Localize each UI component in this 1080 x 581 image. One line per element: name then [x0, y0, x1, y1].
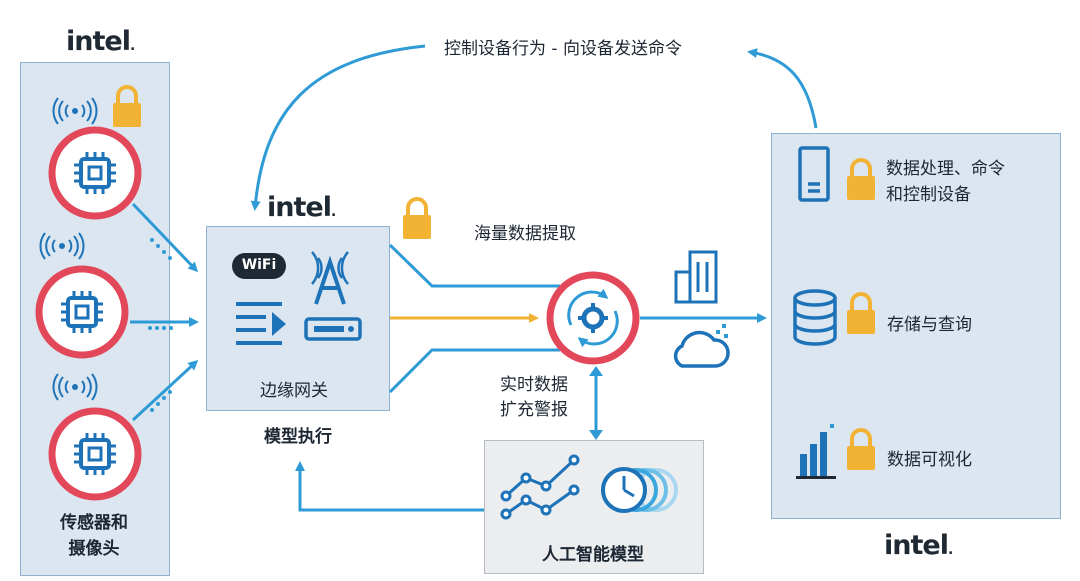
cloud-item-1-line2: 和控制设备	[886, 185, 971, 205]
cloud-item-1-line1: 数据处理、命令	[886, 159, 1005, 179]
realtime-label-line2: 扩充警报	[500, 400, 568, 420]
building-icon	[674, 250, 718, 304]
gateway-title: 边缘网关	[260, 381, 328, 401]
cloud-item-3: 数据可视化	[887, 450, 972, 470]
wireless-icon	[39, 232, 85, 260]
gear-icon	[581, 306, 605, 330]
hub-ring	[546, 271, 640, 365]
server-icon	[798, 146, 830, 202]
cloud-item-2: 存储与查询	[887, 315, 972, 335]
sensor-ring	[48, 126, 142, 220]
antenna-icon	[314, 255, 346, 305]
lock-icon	[845, 158, 877, 202]
top-gateway-arrow	[250, 44, 426, 211]
central-hub	[546, 271, 640, 365]
analytics-chart-icon	[500, 454, 580, 520]
cloud-panel	[771, 133, 1061, 519]
lock-icon	[845, 292, 877, 336]
wireless-icon	[52, 373, 98, 401]
wifi-icon	[232, 253, 286, 279]
wifi-label: WiFi	[241, 257, 277, 273]
lock-icon	[845, 428, 877, 472]
sensor-2	[35, 232, 129, 359]
ai-model-label: 人工智能模型	[542, 545, 644, 565]
sensors-label-line2: 摄像头	[68, 539, 120, 559]
cloud-top-arrow	[747, 48, 818, 129]
gateway-icons	[232, 251, 362, 345]
realtime-label-line1: 实时数据	[500, 375, 568, 395]
sensor-1	[48, 85, 143, 220]
timer-icon	[601, 467, 678, 513]
sensor-ring	[48, 407, 142, 501]
realtime-label: 实时数据 扩充警报	[500, 373, 568, 423]
cloud-icon	[673, 324, 730, 368]
lock-icon	[111, 85, 143, 129]
intel-logo-cloud: intel.	[884, 530, 953, 561]
intel-logo-gateway: intel.	[267, 192, 336, 223]
sensor-3	[48, 373, 142, 501]
gateway-caption: 模型执行	[264, 427, 332, 447]
sensors-label-line1: 传感器和	[60, 513, 128, 533]
router-icon	[304, 317, 362, 341]
sensor-ring	[35, 265, 129, 359]
cloud-item-1: 数据处理、命令 和控制设备	[886, 156, 1005, 208]
database-icon	[793, 289, 837, 346]
sensor-gateway-links	[130, 202, 199, 422]
bar-chart-icon	[796, 424, 836, 479]
hub-ai-link	[589, 366, 603, 440]
lock-icon	[401, 197, 433, 241]
ai-gateway-link	[295, 461, 484, 512]
sensors-label: 传感器和 摄像头	[30, 510, 158, 562]
intel-logo-sensors: intel.	[66, 26, 135, 57]
list-arrow-icon	[236, 302, 286, 345]
top-arrow-label: 控制设备行为 - 向设备发送命令	[444, 39, 682, 59]
wireless-icon	[52, 97, 98, 125]
refresh-arrow-icon	[567, 288, 609, 326]
gateway-hub-links	[388, 243, 560, 394]
extraction-label: 海量数据提取	[474, 224, 576, 244]
